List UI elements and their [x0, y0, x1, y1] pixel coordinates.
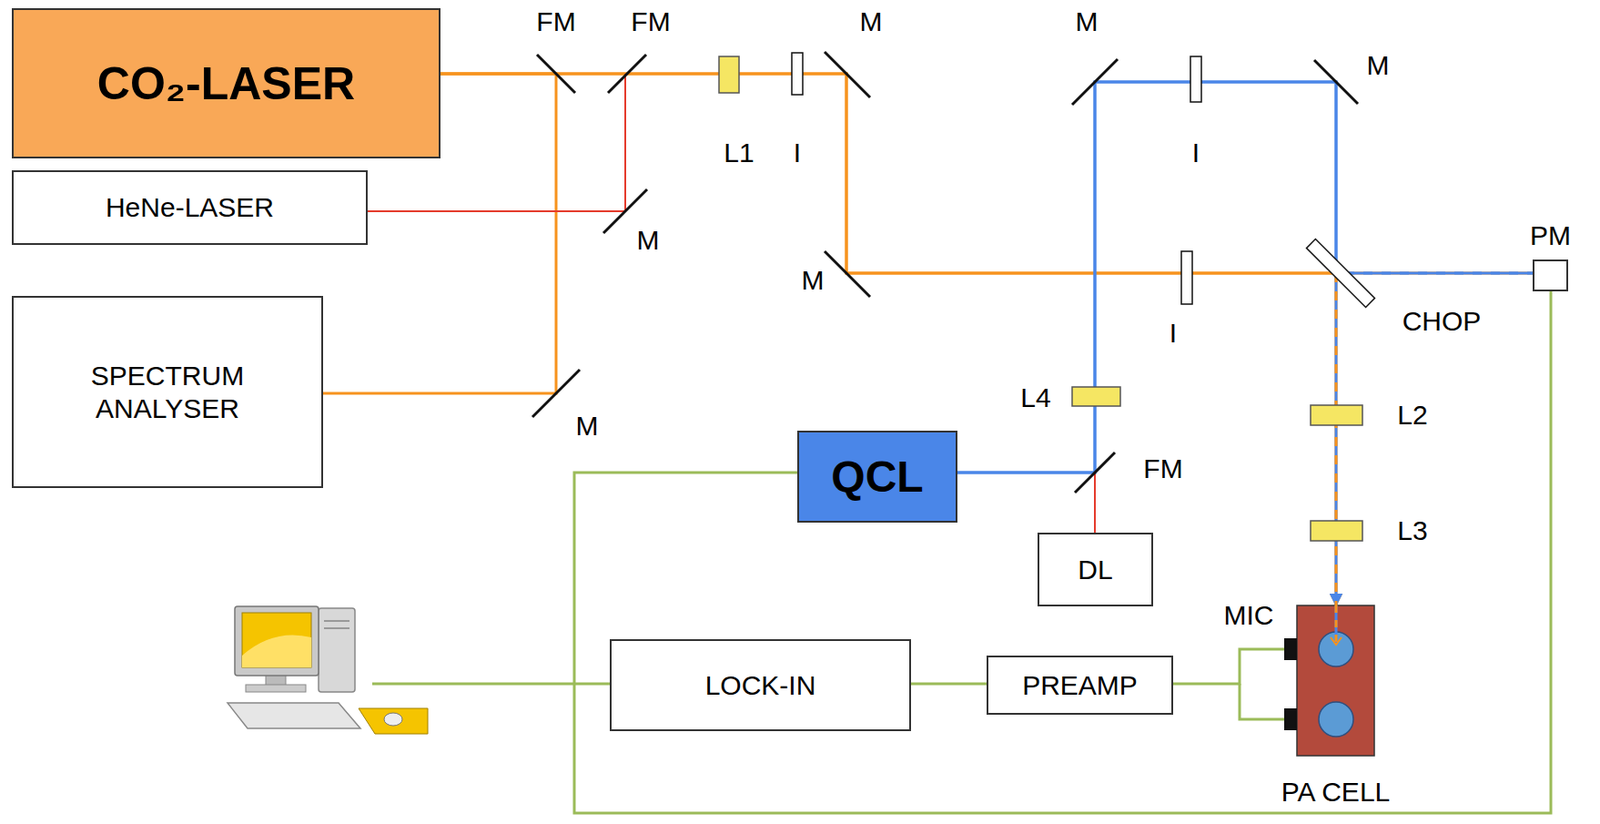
node-label: HeNe-LASER [105, 191, 274, 224]
wire [372, 682, 610, 686]
part-label: L3 [1397, 516, 1428, 545]
lenses [718, 56, 1363, 541]
part-label: MIC [1224, 601, 1275, 629]
part-label: I [793, 139, 801, 167]
instrument-box: PREAMP [986, 655, 1174, 715]
part-label: L2 [1397, 401, 1428, 429]
laser-box: CO₂-LASER [11, 8, 441, 159]
iris [1190, 56, 1202, 102]
flip-mirror [607, 54, 647, 93]
node-label: CO₂-LASER [97, 56, 355, 112]
laser-box: HeNe-LASER [11, 170, 368, 245]
node-label: QCL [830, 450, 923, 504]
node-label: LOCK-IN [705, 668, 817, 702]
part-label: I [1192, 139, 1200, 167]
flip-mirror [1074, 452, 1115, 493]
combined-beam [1335, 273, 1338, 606]
pa-cell-body [1296, 605, 1375, 756]
beam-arrow [1330, 637, 1342, 645]
chopper [1306, 239, 1376, 308]
part-label: M [860, 8, 883, 36]
computer-icon [227, 606, 428, 734]
node-label: DL [1077, 553, 1113, 587]
lens [718, 56, 740, 93]
instrument-box: LOCK-IN [609, 638, 912, 731]
combined-beam [1336, 272, 1533, 275]
part-label: I [1169, 319, 1177, 347]
mirrors [532, 51, 1358, 493]
mirror [824, 51, 871, 98]
part-label: M [576, 412, 599, 440]
beam [1335, 605, 1338, 643]
mirror [824, 251, 871, 297]
part-label: CHOP [1402, 307, 1482, 335]
node-label: PREAMP [1022, 668, 1138, 702]
microphone [1284, 708, 1297, 730]
part-label: FM [630, 8, 670, 36]
laser-beam [957, 81, 1533, 473]
laser-beam [957, 81, 1337, 606]
part-label: M [1367, 51, 1390, 80]
lens [1072, 386, 1121, 406]
node-label: SPECTRUM ANALYSER [77, 359, 258, 426]
mirror [1314, 60, 1358, 104]
signal-wire [574, 291, 1551, 813]
part-label: FM [1143, 455, 1183, 483]
dl-beam [1093, 472, 1096, 533]
part-label: M [1075, 8, 1099, 36]
iris [1181, 251, 1193, 304]
wire [1239, 683, 1285, 719]
iris [791, 52, 803, 95]
part-label: L1 [723, 139, 754, 167]
mirror [1072, 59, 1118, 105]
diode-laser-box: DL [1037, 532, 1154, 607]
part-label: M [801, 266, 825, 294]
cell-chamber [1318, 701, 1354, 737]
flip-mirror [536, 54, 576, 93]
laser-beam [440, 73, 1533, 274]
lens [1310, 405, 1363, 426]
lens [1310, 520, 1363, 541]
node-label: PA CELL [1281, 775, 1391, 809]
irises [791, 52, 1202, 304]
laser-box: QCL [797, 430, 958, 523]
analyser-box: SPECTRUM ANALYSER [11, 295, 324, 488]
node-label: PM [1529, 219, 1571, 253]
beam [1335, 605, 1338, 643]
power-meter: PM [1532, 259, 1569, 292]
part-label: FM [536, 8, 576, 36]
microphone [1284, 637, 1297, 660]
pa-cell: PA CELL [1296, 605, 1375, 756]
part-label: L4 [1020, 384, 1051, 412]
mirror [532, 369, 580, 417]
signal-wire [911, 682, 987, 686]
signal-wire [1173, 648, 1297, 684]
part-label: M [637, 226, 660, 254]
